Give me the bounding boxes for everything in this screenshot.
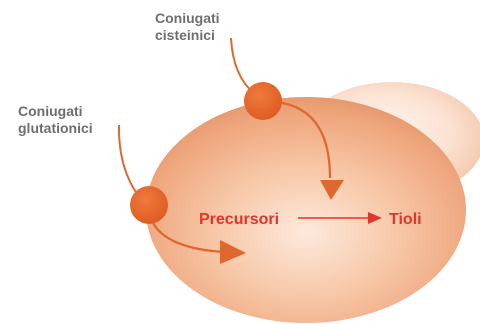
yeast-main-cell	[146, 97, 466, 323]
cysteine-conjugates-label-line1: Coniugati	[155, 10, 220, 26]
glutathione-conjugates-label-line1: Coniugati	[18, 103, 83, 119]
precursors-label: Precursori	[199, 211, 279, 228]
glutathione-conjugate-dot	[130, 186, 168, 224]
cysteine-conjugate-dot	[244, 82, 282, 120]
glutathione-conjugates-label-line2: glutationici	[18, 120, 93, 136]
thiols-label: Tioli	[389, 211, 422, 228]
cysteine-conjugates-label-line2: cisteinici	[155, 27, 215, 43]
